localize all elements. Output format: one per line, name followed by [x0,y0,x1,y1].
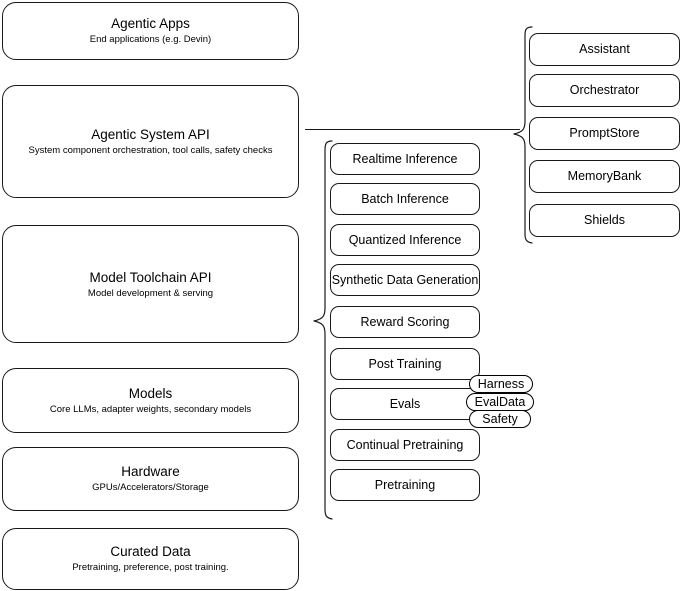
toolchain-capability-batch-inference[interactable]: Batch Inference [330,183,480,215]
toolchain-capability-pretraining[interactable]: Pretraining [330,469,480,501]
stack-layer-agentic-system-api[interactable]: Agentic System API System component orch… [2,85,299,198]
stack-layer-models[interactable]: Models Core LLMs, adapter weights, secon… [2,368,299,433]
agentic-component-promptstore[interactable]: PromptStore [529,117,680,150]
agentic-component-orchestrator[interactable]: Orchestrator [529,74,680,107]
agentic-component-memorybank[interactable]: MemoryBank [529,160,680,193]
stack-layer-curated-data[interactable]: Curated Data Pretraining, preference, po… [2,528,299,590]
toolchain-capability-continual-pretraining[interactable]: Continual Pretraining [330,429,480,461]
stack-layer-subtitle: System component orchestration, tool cal… [28,145,273,156]
brace-toolchain-capabilities [313,140,333,520]
toolchain-capability-quantized-inference[interactable]: Quantized Inference [330,224,480,256]
toolchain-capability-post-training[interactable]: Post Training [330,348,480,380]
stack-layer-subtitle: Model development & serving [87,288,214,299]
stack-layer-hardware[interactable]: Hardware GPUs/Accelerators/Storage [2,447,299,511]
toolchain-capability-evals[interactable]: Evals [330,388,480,420]
stack-layer-subtitle: End applications (e.g. Devin) [89,34,212,45]
brace-agentic-components [513,26,533,244]
eval-badge-harness[interactable]: Harness [469,375,533,393]
toolchain-capability-reward-scoring[interactable]: Reward Scoring [330,306,480,338]
stack-layer-title: Agentic System API [91,127,210,142]
eval-badge-evaldata[interactable]: EvalData [466,393,534,411]
connector-agentic-system-api-to-components [305,129,520,130]
stack-layer-subtitle: Pretraining, preference, post training. [72,562,229,573]
stack-layer-title: Model Toolchain API [89,270,212,285]
stack-layer-subtitle: GPUs/Accelerators/Storage [92,482,209,493]
toolchain-capability-realtime-inference[interactable]: Realtime Inference [330,143,480,175]
agentic-component-shields[interactable]: Shields [529,204,680,237]
stack-layer-subtitle: Core LLMs, adapter weights, secondary mo… [49,403,252,415]
stack-layer-title: Models [128,385,173,401]
stack-layer-title: Hardware [121,464,180,479]
agentic-component-assistant[interactable]: Assistant [529,33,680,66]
stack-layer-agentic-apps[interactable]: Agentic Apps End applications (e.g. Devi… [2,2,299,60]
stack-layer-title: Agentic Apps [111,16,190,31]
eval-badge-safety[interactable]: Safety [469,410,531,428]
toolchain-capability-synthetic-data-generation[interactable]: Synthetic Data Generation [330,264,480,296]
stack-layer-model-toolchain-api[interactable]: Model Toolchain API Model development & … [2,225,299,343]
stack-layer-title: Curated Data [110,544,191,559]
